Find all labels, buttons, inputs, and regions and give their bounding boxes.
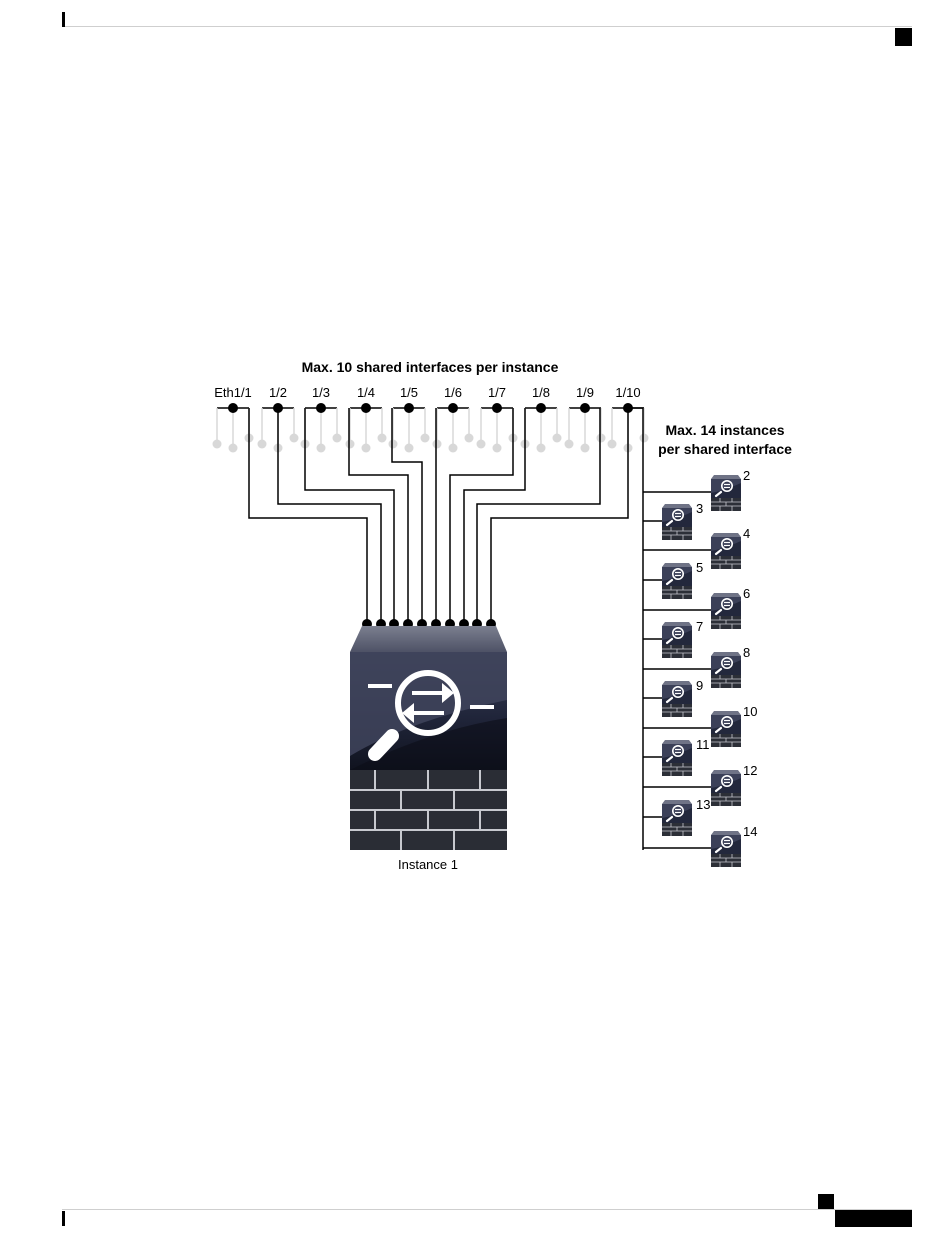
interface-label: 1/8 [532, 385, 550, 400]
instance-number-label: 5 [696, 560, 703, 575]
active-port-node [580, 403, 590, 413]
active-port-node [316, 403, 326, 413]
instance-device: 7 [643, 619, 703, 658]
inactive-port-dot [421, 434, 430, 443]
instance-device-icon [711, 711, 741, 747]
instance-number-label: 14 [743, 824, 757, 839]
instance-device-icon [662, 504, 692, 540]
instance-device-icon [662, 622, 692, 658]
inactive-port-dot [333, 434, 342, 443]
inactive-port-dot [405, 444, 414, 453]
instance-1-device [350, 626, 507, 850]
inactive-port-dot [433, 440, 442, 449]
interface-port-group [346, 403, 387, 453]
inactive-port-dot [465, 434, 474, 443]
instance-device-icon [711, 831, 741, 867]
instance-number-label: 11 [696, 737, 710, 752]
active-port-node [228, 403, 238, 413]
inactive-port-dot [229, 444, 238, 453]
interface-label: 1/7 [488, 385, 506, 400]
interface-port-group [477, 403, 518, 453]
instance-device: 9 [643, 678, 703, 717]
instance-number-label: 3 [696, 501, 703, 516]
instance-device-icon [662, 740, 692, 776]
inactive-port-dot [640, 434, 649, 443]
inactive-port-dot [346, 440, 355, 449]
interface-port-group [301, 403, 342, 453]
instance-number-label: 2 [743, 468, 750, 483]
instance-number-label: 12 [743, 763, 757, 778]
active-port-node [361, 403, 371, 413]
instance-device: 3 [643, 501, 703, 540]
inactive-port-dot [597, 434, 606, 443]
instance-1-label: Instance 1 [398, 857, 458, 872]
interface-label: 1/10 [615, 385, 640, 400]
side-label-line1: Max. 14 instances [665, 422, 784, 438]
interface-label: 1/2 [269, 385, 287, 400]
inactive-port-dot [493, 444, 502, 453]
inactive-port-dot [553, 434, 562, 443]
interface-port-group [213, 403, 254, 453]
instance-number-label: 13 [696, 797, 710, 812]
instance-device: 14 [643, 824, 757, 867]
instance-device-icon [711, 770, 741, 806]
inactive-port-dot [608, 440, 617, 449]
interface-label: 1/4 [357, 385, 375, 400]
inactive-port-dot [290, 434, 299, 443]
inactive-port-dot [378, 434, 387, 443]
other-instances: 2 3 4 5 6 7 8 9 10 11 12 13 14 [643, 468, 757, 867]
interface-label: Eth1/1 [214, 385, 252, 400]
instance-device: 11 [643, 737, 710, 776]
inactive-port-dot [213, 440, 222, 449]
inactive-port-dot [362, 444, 371, 453]
inactive-port-dot [449, 444, 458, 453]
interface-port-group [433, 403, 474, 453]
instance-device: 13 [643, 797, 710, 836]
active-port-node [536, 403, 546, 413]
instance-device-icon [711, 652, 741, 688]
interface-label: 1/3 [312, 385, 330, 400]
interface-wire [392, 408, 422, 624]
instance-device-icon [711, 533, 741, 569]
instance-device-icon [662, 800, 692, 836]
inactive-port-dot [389, 440, 398, 449]
inactive-port-dot [317, 444, 326, 453]
instance-device: 5 [643, 560, 703, 599]
bus-line [628, 408, 643, 850]
interface-wire [477, 408, 600, 624]
instance-device-icon [662, 681, 692, 717]
interface-label: 1/5 [400, 385, 418, 400]
instance-number-label: 6 [743, 586, 750, 601]
instance-device-icon [662, 563, 692, 599]
active-port-node [404, 403, 414, 413]
inactive-port-dot [537, 444, 546, 453]
active-port-node [492, 403, 502, 413]
instance-number-label: 4 [743, 526, 750, 541]
active-port-node [448, 403, 458, 413]
inactive-port-dot [258, 440, 267, 449]
inactive-port-dot [581, 444, 590, 453]
shared-interface-bus [628, 408, 643, 850]
inactive-port-dot [477, 440, 486, 449]
instance-device-icon [711, 593, 741, 629]
interface-label: 1/9 [576, 385, 594, 400]
instance-device-icon [711, 475, 741, 511]
interface-port-group [521, 403, 562, 453]
diagram-title: Max. 10 shared interfaces per instance [302, 359, 559, 375]
interface-labels: Eth1/1 1/2 1/3 1/4 1/5 1/6 1/7 1/8 1/9 1… [214, 385, 640, 400]
instance-number-label: 7 [696, 619, 703, 634]
side-label-line2: per shared interface [658, 441, 792, 457]
interface-port-group [389, 403, 430, 453]
interface-label: 1/6 [444, 385, 462, 400]
instance-number-label: 8 [743, 645, 750, 660]
instance-number-label: 10 [743, 704, 757, 719]
instance-number-label: 9 [696, 678, 703, 693]
inactive-port-dot [565, 440, 574, 449]
